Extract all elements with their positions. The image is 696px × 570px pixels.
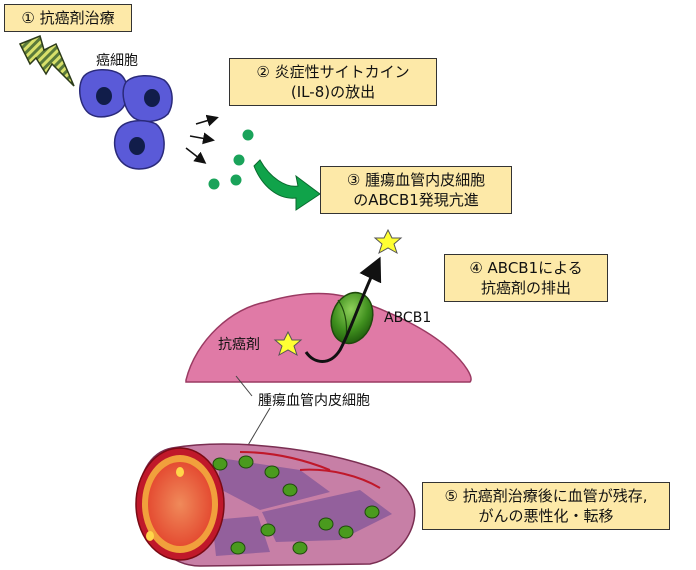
- step1-text: ① 抗癌剤治療: [21, 9, 115, 27]
- cancer-cell-3: [113, 119, 165, 170]
- cytokine-dots: [208, 129, 254, 190]
- step2-line1: ② 炎症性サイトカイン: [256, 63, 410, 81]
- step5-line1: ⑤ 抗癌剤治療後に血管が残存,: [444, 487, 648, 505]
- cancer-cell-2: [122, 75, 173, 123]
- anticancer-drug-label: 抗癌剤: [218, 337, 260, 353]
- curved-arrow-icon: [253, 159, 321, 211]
- drug-star-inside: [273, 330, 303, 357]
- step3-box: ③ 腫瘍血管内皮細胞 のABCB1発現亢進: [320, 166, 512, 214]
- step5-line2: がんの悪性化・転移: [478, 507, 614, 525]
- step5-box: ⑤ 抗癌剤治療後に血管が残存, がんの悪性化・転移: [422, 482, 670, 530]
- abcb1-label: ABCB1: [384, 310, 432, 326]
- step1-box: ① 抗癌剤治療: [4, 4, 132, 32]
- step4-box: ④ ABCB1による 抗癌剤の排出: [444, 254, 608, 302]
- step3-line1: ③ 腫瘍血管内皮細胞: [346, 171, 486, 189]
- drug-efflux-path: [304, 256, 382, 363]
- endothelial-cell-label: 腫瘍血管内皮細胞: [258, 393, 370, 409]
- drug-star-outside: [373, 228, 403, 255]
- release-arrows: [185, 114, 219, 164]
- step2-line2: (IL-8)の放出: [290, 83, 376, 101]
- step2-box: ② 炎症性サイトカイン (IL-8)の放出: [229, 58, 437, 106]
- step4-line1: ④ ABCB1による: [469, 259, 583, 277]
- lightning-icon: [18, 34, 75, 87]
- pointer-line: [235, 375, 253, 397]
- blood-vessel: [135, 443, 416, 567]
- step4-line2: 抗癌剤の排出: [480, 279, 571, 297]
- step3-line2: のABCB1発現亢進: [353, 191, 479, 209]
- cancer-cell-1: [78, 69, 129, 118]
- cancer-cells-label: 癌細胞: [96, 53, 138, 69]
